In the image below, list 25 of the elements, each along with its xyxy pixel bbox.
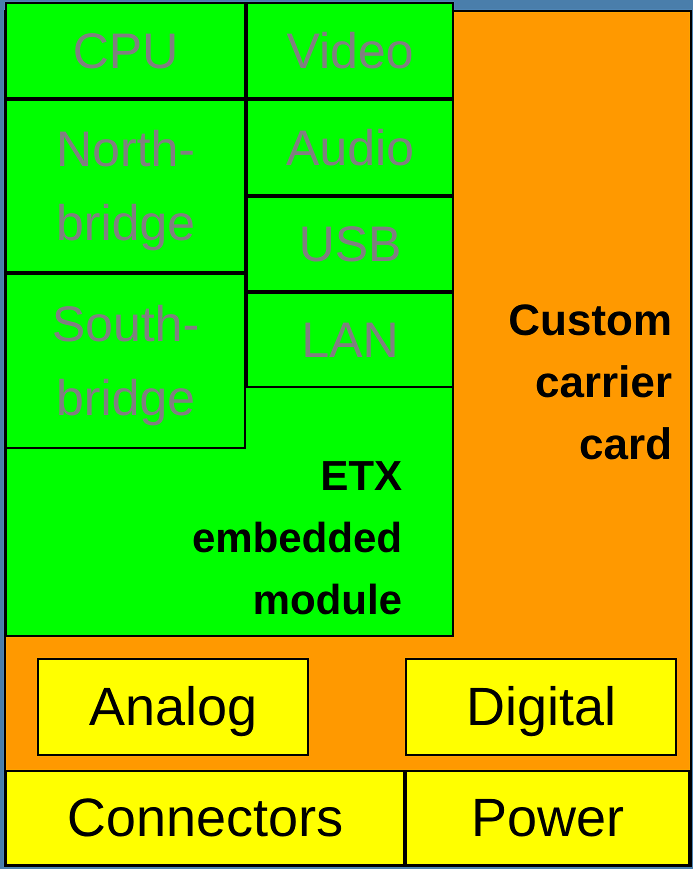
- panel-title: Custom carrier card: [507, 295, 672, 471]
- component-label: North-bridge: [55, 120, 196, 253]
- component-box: [246, 99, 454, 196]
- panel-title: ETX embedded module: [190, 451, 402, 625]
- component-label: LAN: [300, 311, 400, 370]
- function-label: Digital: [464, 677, 618, 737]
- function-label: Connectors: [66, 788, 344, 848]
- component-box: [246, 196, 454, 292]
- component-box: [5, 273, 246, 449]
- component-label: Video: [286, 22, 414, 80]
- component-label: USB: [298, 215, 402, 274]
- function-box: [37, 658, 309, 756]
- function-label: Power: [470, 788, 626, 848]
- component-label: South-bridge: [50, 295, 200, 428]
- component-label: Audio: [285, 118, 415, 178]
- function-box: [405, 770, 690, 866]
- function-box: [5, 770, 405, 866]
- component-box: [246, 292, 454, 388]
- module-panel: [5, 2, 454, 637]
- component-box: [5, 2, 246, 99]
- function-box: [405, 658, 677, 756]
- component-label: CPU: [72, 22, 180, 80]
- component-box: [5, 99, 246, 273]
- component-box: [246, 2, 454, 99]
- function-label: Analog: [88, 677, 258, 737]
